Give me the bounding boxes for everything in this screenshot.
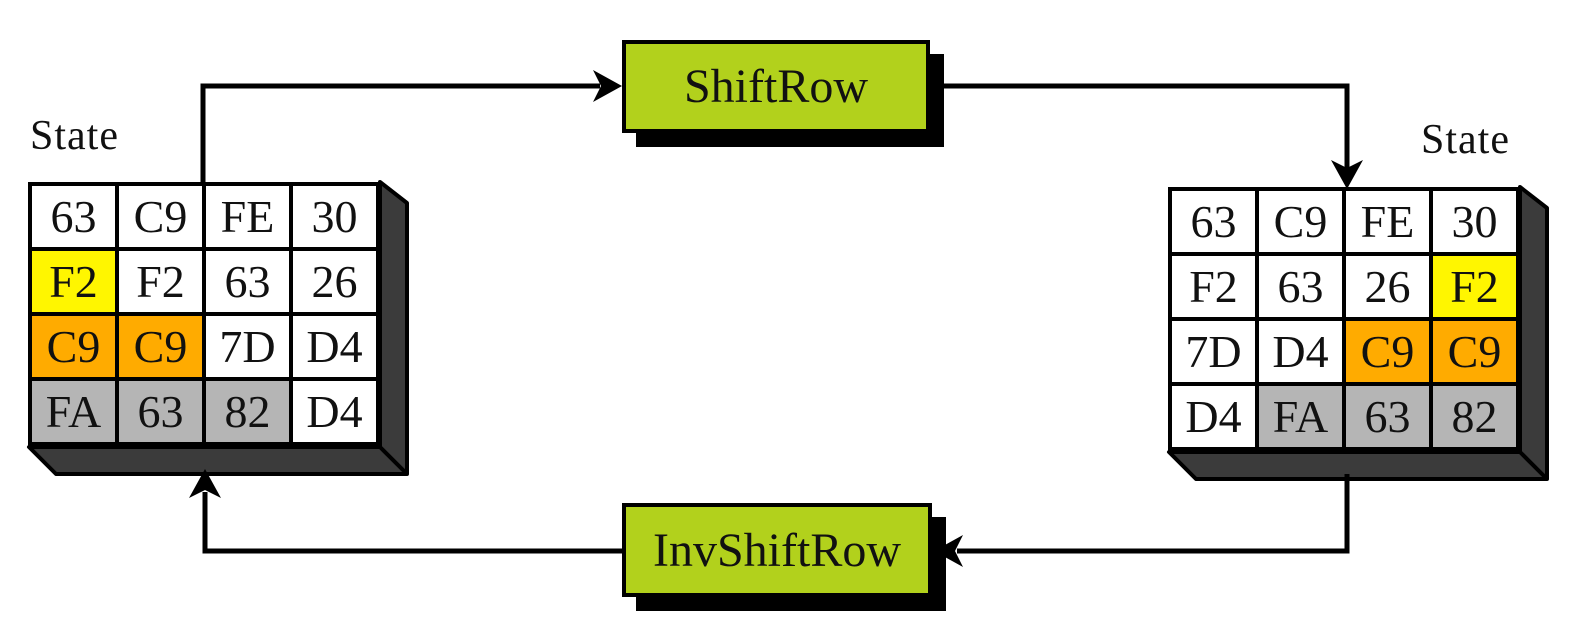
left-state-matrix: 63 C9 FE 30 F2 F2 63 26 C9 C9 7D D4 FA 6…	[28, 182, 380, 446]
right-matrix-extrusion	[1167, 185, 1549, 481]
state-cell: D4	[1172, 386, 1259, 451]
state-cell: C9	[119, 186, 206, 251]
arrow-left-to-shiftrow	[200, 70, 622, 184]
state-cell: D4	[293, 316, 380, 381]
state-cell: 63	[32, 186, 119, 251]
state-cell: FE	[1346, 191, 1433, 256]
state-cell: FE	[206, 186, 293, 251]
state-cell: F2	[119, 251, 206, 316]
state-cell: C9	[1259, 191, 1346, 256]
left-matrix-extrusion	[27, 180, 409, 476]
state-cell: D4	[1259, 321, 1346, 386]
invshiftrow-box: InvShiftRow	[622, 503, 932, 597]
left-state-label: State	[30, 113, 119, 159]
state-cell: 7D	[206, 316, 293, 381]
right-state-matrix: 63 C9 FE 30 F2 63 26 F2 7D D4 C9 C9 D4 F…	[1168, 187, 1520, 451]
state-cell: F2	[32, 251, 119, 316]
state-cell: 26	[1346, 256, 1433, 321]
state-cell: 63	[206, 251, 293, 316]
arrow-shiftrow-to-right	[930, 83, 1363, 189]
state-cell: 82	[1433, 386, 1520, 451]
state-cell: FA	[1259, 386, 1346, 451]
state-cell: 63	[119, 381, 206, 446]
shiftrow-box: ShiftRow	[622, 40, 930, 133]
state-cell: 82	[206, 381, 293, 446]
state-cell: 30	[293, 186, 380, 251]
state-cell: 26	[293, 251, 380, 316]
state-cell: D4	[293, 381, 380, 446]
invshiftrow-box-label: InvShiftRow	[652, 523, 901, 577]
state-cell: 63	[1346, 386, 1433, 451]
state-cell: 30	[1433, 191, 1520, 256]
state-cell: FA	[32, 381, 119, 446]
shiftrow-box-label: ShiftRow	[683, 60, 869, 113]
arrow-right-to-invshiftrow	[934, 474, 1350, 567]
state-cell: 7D	[1172, 321, 1259, 386]
state-cell: C9	[1346, 321, 1433, 386]
state-cell: C9	[32, 316, 119, 381]
right-state-label: State	[1421, 117, 1510, 163]
state-cell: C9	[119, 316, 206, 381]
state-cell: 63	[1172, 191, 1259, 256]
state-cell: F2	[1433, 256, 1520, 321]
state-cell: 63	[1259, 256, 1346, 321]
arrow-invshiftrow-to-left	[189, 469, 622, 554]
state-cell: F2	[1172, 256, 1259, 321]
state-cell: C9	[1433, 321, 1520, 386]
